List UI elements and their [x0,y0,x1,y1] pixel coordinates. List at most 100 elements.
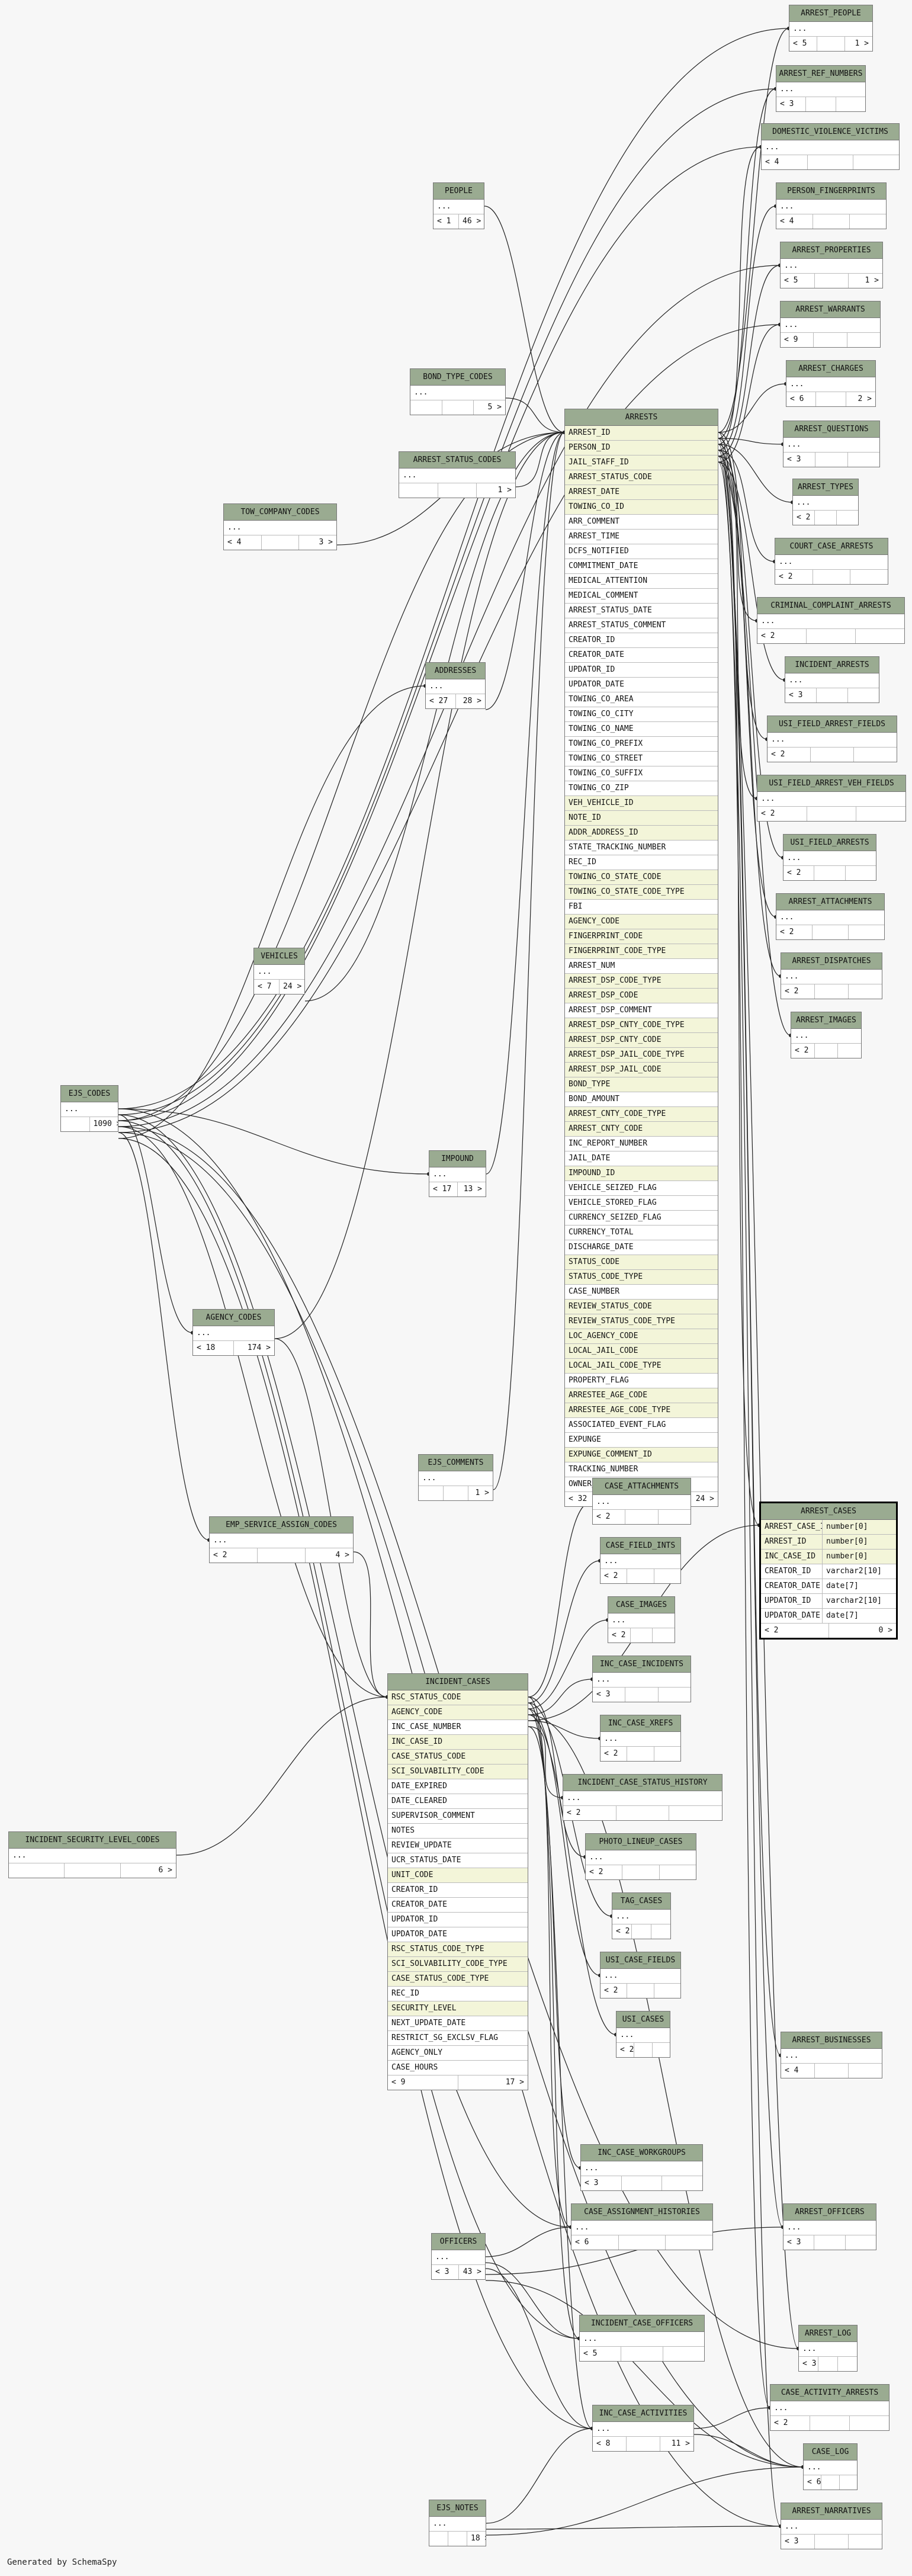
table-header: ARREST_OFFICERS [783,2204,876,2221]
column-row: ... [193,1326,274,1341]
table-header: ARREST_QUESTIONS [783,421,879,438]
column-row: TOWING_CO_NAME [565,722,718,737]
column-row: ... [762,140,899,155]
column-row: ... [791,1029,861,1044]
table-footer: < 3 [785,688,879,702]
column-row: AGENCY_CODE [565,915,718,929]
column-row: ARREST_CNTY_CODE_TYPE [565,1107,718,1122]
footer-count [808,155,854,169]
relationship-line [718,438,757,799]
column-row: ... [9,1849,176,1863]
column-row: ... [781,970,882,984]
relationship-line [486,432,565,1175]
footer-count: 5 > [487,403,502,412]
column-row: ARREST_CNTY_CODE [565,1122,718,1137]
column-row: ... [757,614,904,629]
footer-count: < 4 [224,535,262,550]
footer-count: < 3 [432,2265,459,2279]
relationship-line [274,432,565,1339]
footer-count: 46 > [463,217,481,226]
relationship-line [718,444,783,2228]
footer-count: < 27 [426,694,456,708]
relationship-line [693,2434,804,2468]
footer-count [625,1688,659,1702]
generated-by-footer: Generated by SchemaSpy [7,2558,117,2567]
column-row: CREATOR_ID [388,1883,528,1898]
table-footer: < 2 [586,1865,696,1879]
column-row: REVIEW_UPDATE [388,1839,528,1853]
table-inc-case-incidents: INC_CASE_INCIDENTS...< 3 [592,1656,691,1702]
table-footer: < 2 [791,1044,861,1058]
footer-count [429,2532,448,2546]
footer-count [815,453,848,467]
column-row: TOWING_CO_CITY [565,707,718,722]
table-footer: < 3 [581,2176,702,2190]
column-row: CASE_STATUS_CODE_TYPE [388,1972,528,1987]
table-case-attachments: CASE_ATTACHMENTS...< 2 [592,1478,691,1525]
column-row: ARREST_DSP_COMMENT [565,1003,718,1018]
table-incident-arrests: INCIDENT_ARRESTS...< 3 [785,656,879,703]
column-row: VEHICLE_STORED_FLAG [565,1196,718,1211]
relationship-line [718,455,781,977]
footer-count: < 2 [616,2043,635,2057]
relationship-line [485,2268,593,2429]
column-row: ... [781,318,880,333]
footer-count: < 3 [783,453,816,467]
table-footer: < 3 [783,453,879,467]
relationship-line [486,2428,593,2524]
column-row: NEXT_UPDATE_DATE [388,2016,528,2031]
table-arrest-types: ARREST_TYPES...< 2 [792,479,859,525]
table-footer: 6 > [9,1863,176,1878]
column-row: UNIT_CODE [388,1868,528,1883]
column-row: PERSON_ID [565,441,718,455]
footer-count [410,400,442,415]
footer-count: < 3 [581,2176,622,2190]
footer-count [627,2437,660,2451]
footer-count [815,511,837,525]
table-header: ARREST_PROPERTIES [781,242,882,259]
footer-count: 13 > [463,1185,482,1194]
column-row: TOWING_CO_STREET [565,752,718,766]
table-footer: < 2 [757,807,905,821]
footer-count: < 2 [612,1924,632,1939]
footer-count [631,1628,653,1643]
column-row: ... [419,1471,493,1486]
footer-count: < 5 [789,37,817,51]
footer-count: < 6 [804,2475,822,2490]
column-row: IMPOUND_ID [565,1166,718,1181]
table-footer: < 2 [600,1569,680,1583]
relationship-line [718,450,775,562]
table-header: PERSON_FINGERPRINTS [776,183,886,200]
column-row: DISCHARGE_DATE [565,1240,718,1255]
column-row: TOWING_CO_AREA [565,692,718,707]
relationship-line [718,383,786,433]
column-row: TOWING_CO_STATE_CODE [565,870,718,885]
footer-count [850,214,886,229]
footer-count: < 3 [785,688,817,702]
relationship-line [528,1714,804,2468]
footer-count [849,925,884,939]
footer-count [807,807,857,821]
footer-count [815,274,849,288]
column-row: REVIEW_STATUS_CODE_TYPE [565,1314,718,1329]
table-footer: < 3 [781,2535,882,2549]
table-header: ARREST_DISPATCHES [781,953,882,970]
column-row: LOC_AGENCY_CODE [565,1329,718,1344]
table-footer: 1 > [419,1486,493,1500]
column-row: EXPUNGE_COMMENT_ID [565,1448,718,1462]
column-row: ... [426,679,485,694]
column-row: ASSOCIATED_EVENT_FLAG [565,1418,718,1433]
footer-count: < 2 [600,1984,628,1998]
column-name: UPDATOR_ID [765,1596,811,1605]
relationship-line [528,1501,593,1698]
footer-count [262,535,300,550]
column-row: CASE_NUMBER [565,1285,718,1300]
